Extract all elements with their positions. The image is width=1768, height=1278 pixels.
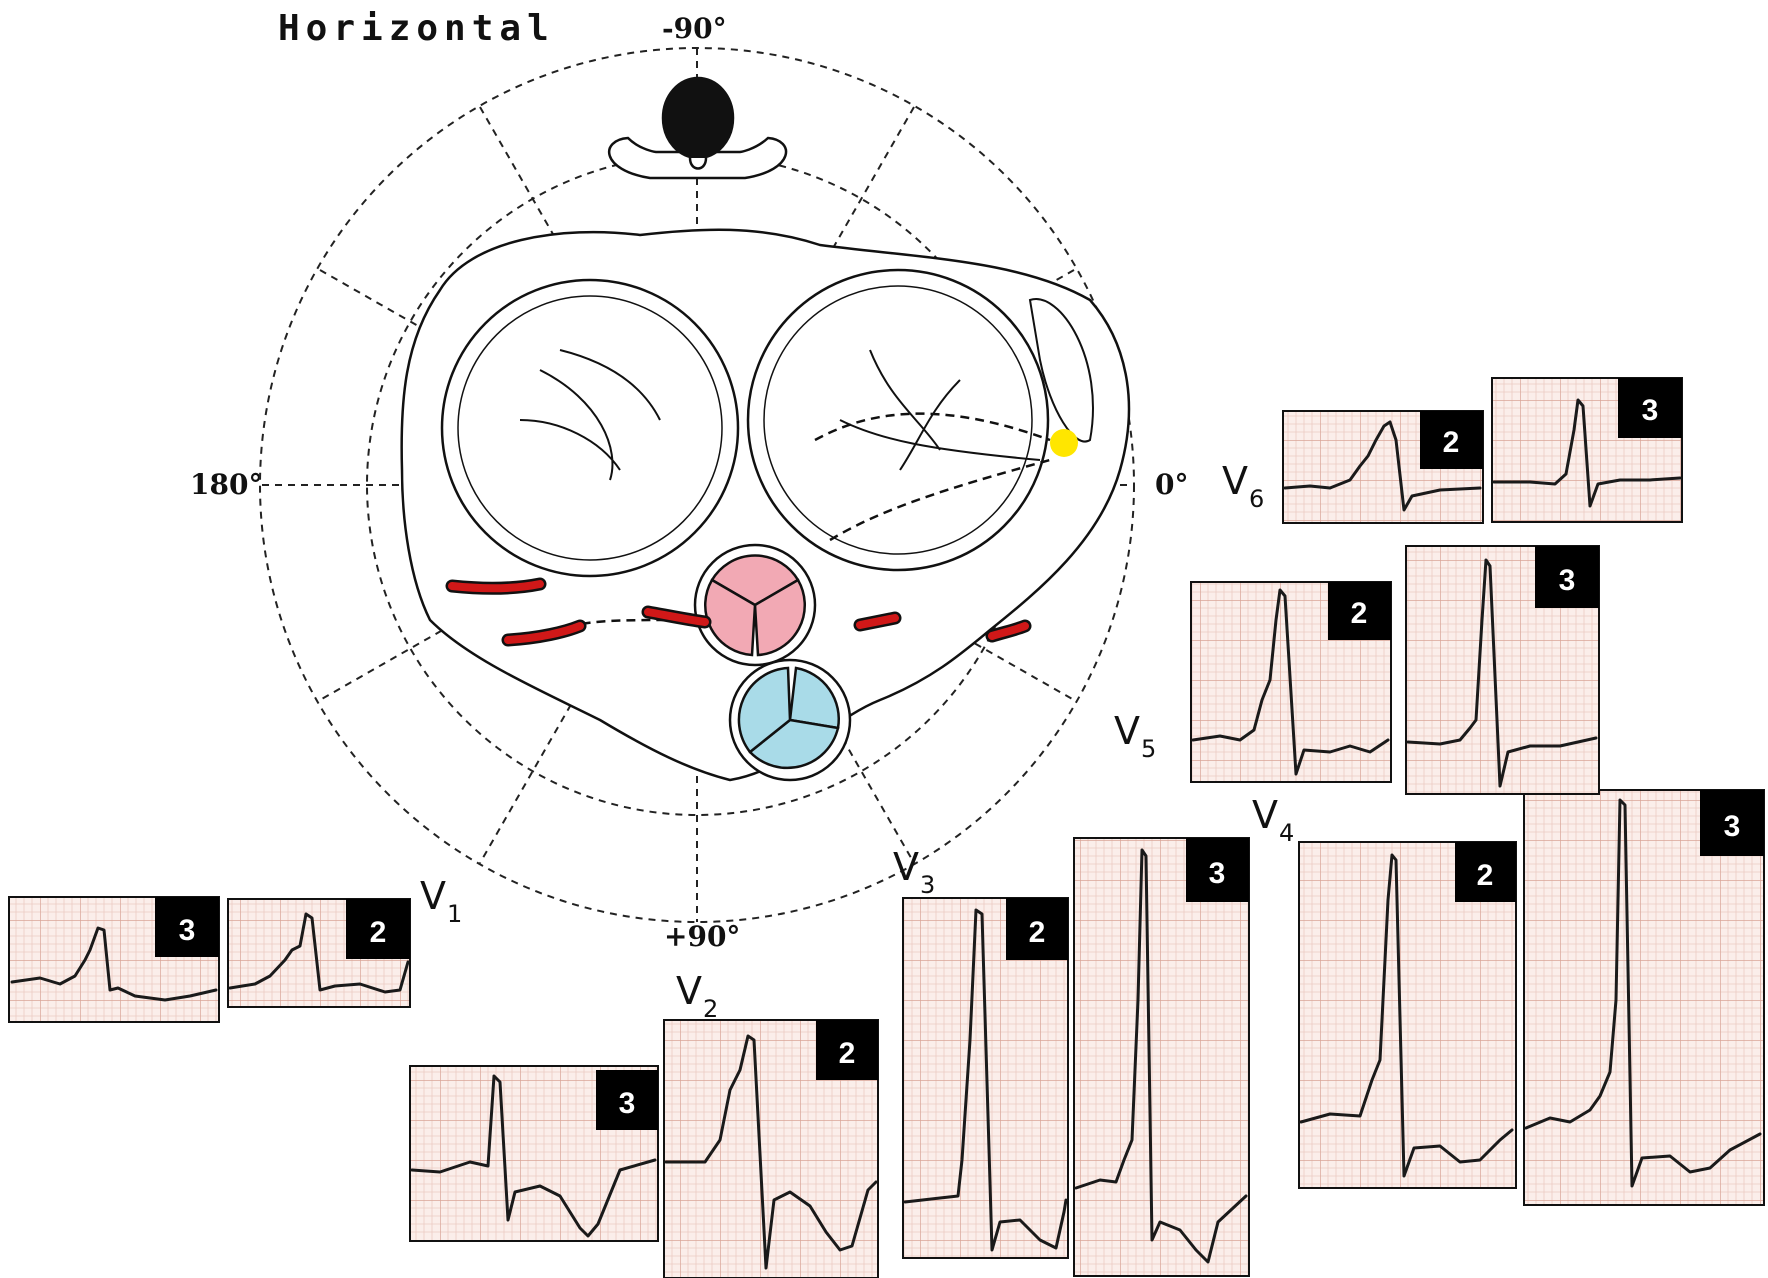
left-ventricle-wall <box>764 286 1032 554</box>
ecg-strip-v6-3: 3 <box>1492 378 1682 522</box>
svg-text:6: 6 <box>1249 485 1264 513</box>
svg-text:3: 3 <box>619 1087 636 1120</box>
ecg-strip-v3-2: 2 <box>903 898 1068 1258</box>
patient-head-illustration <box>609 78 786 178</box>
ecg-strip-v3-3: 3 <box>1074 838 1249 1276</box>
pulmonary-valve <box>730 660 850 780</box>
ecg-strip-v5-2: 2 <box>1191 582 1391 782</box>
svg-text:V: V <box>420 874 446 918</box>
lead-label-v5: V 5 <box>1114 709 1156 763</box>
ecg-strip-v6-2: 2 <box>1283 411 1483 523</box>
svg-text:3: 3 <box>1642 394 1659 427</box>
svg-text:2: 2 <box>1029 916 1046 949</box>
aortic-valve <box>695 545 815 665</box>
ecg-strip-v4-2: 2 <box>1299 842 1516 1188</box>
ecg-strip-v2-2: 2 <box>664 1020 878 1278</box>
svg-text:V: V <box>893 845 919 889</box>
svg-text:3: 3 <box>1724 810 1741 843</box>
svg-text:2: 2 <box>1477 859 1494 892</box>
svg-text:3: 3 <box>920 871 935 899</box>
svg-text:3: 3 <box>1209 857 1226 890</box>
lead-label-v4: V 4 <box>1252 793 1294 847</box>
axis-label-left: 180° <box>190 468 262 501</box>
svg-text:V: V <box>676 969 702 1013</box>
svg-text:1: 1 <box>447 900 462 928</box>
svg-text:2: 2 <box>1443 426 1460 459</box>
axis-label-top: -90° <box>662 12 727 45</box>
svg-text:V: V <box>1252 793 1278 837</box>
svg-text:3: 3 <box>1559 564 1576 597</box>
ecg-strip-v5-3: 3 <box>1406 546 1599 794</box>
ecg-strip-v4-3: 3 <box>1524 790 1764 1205</box>
svg-text:3: 3 <box>179 914 196 947</box>
svg-text:4: 4 <box>1279 819 1294 847</box>
ecg-strip-v1-2: 2 <box>228 899 410 1007</box>
svg-text:2: 2 <box>1351 597 1368 630</box>
lead-label-v2: V 2 <box>676 969 718 1023</box>
lead-label-v3: V 3 <box>893 845 935 899</box>
right-ventricle-wall <box>458 296 722 560</box>
ecg-strip-v2-3: 3 <box>410 1066 658 1241</box>
ecg-strip-v1-3: 3 <box>9 897 219 1022</box>
axis-label-bottom: +90° <box>664 920 740 953</box>
lead-label-v1: V 1 <box>420 874 462 928</box>
axis-label-right: 0° <box>1155 468 1188 501</box>
svg-text:5: 5 <box>1141 735 1156 763</box>
lead-label-v6: V 6 <box>1222 459 1264 513</box>
svg-text:V: V <box>1114 709 1140 753</box>
electrode-marker <box>1050 429 1078 457</box>
svg-text:2: 2 <box>839 1037 856 1070</box>
svg-text:2: 2 <box>703 995 718 1023</box>
diagram-title: Horizontal <box>278 8 555 49</box>
svg-text:2: 2 <box>370 916 387 949</box>
svg-text:V: V <box>1222 459 1248 503</box>
